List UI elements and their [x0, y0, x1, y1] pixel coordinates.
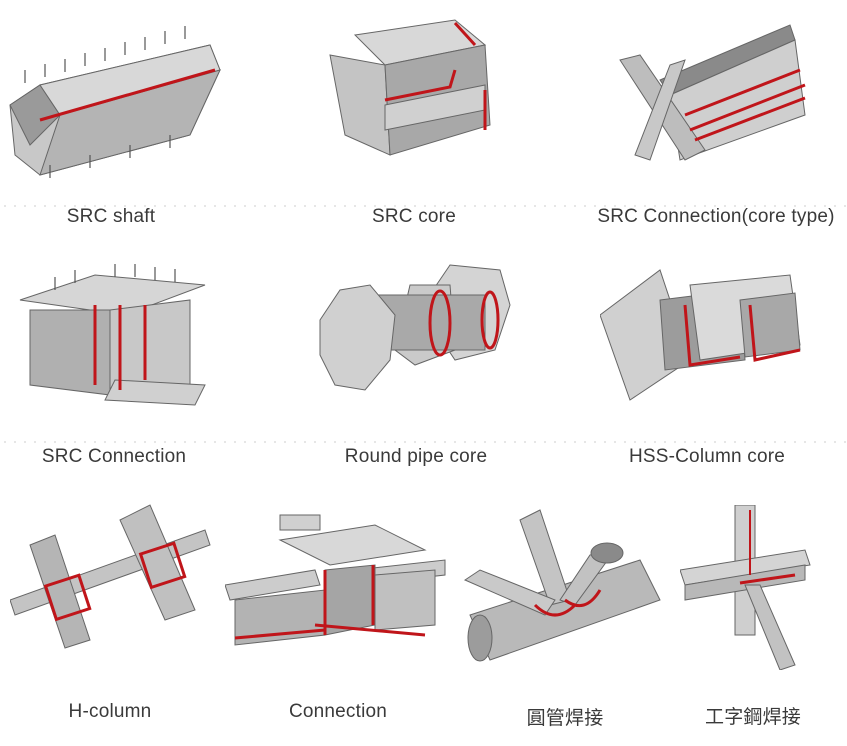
src-connection-model — [15, 255, 215, 415]
round-pipe-core-model — [315, 260, 520, 405]
row-divider — [0, 205, 847, 207]
caption-round-pipe-weld: 圓管焊接 — [526, 708, 604, 729]
src-shaft-model — [0, 15, 235, 185]
caption-src-connection-core-type: SRC Connection(core type) — [597, 206, 835, 227]
hss-column-core-model — [600, 265, 830, 405]
src-core-model — [325, 15, 505, 175]
caption-round-pipe-core: Round pipe core — [344, 446, 488, 467]
caption-connection: Connection — [288, 701, 388, 722]
connection-model — [225, 510, 450, 650]
caption-src-shaft: SRC shaft — [66, 206, 156, 227]
round-pipe-weld-model — [460, 505, 665, 670]
caption-h-column: H-column — [68, 701, 152, 722]
i-beam-weld-model — [680, 505, 815, 670]
caption-src-core: SRC core — [372, 206, 456, 227]
h-column-model — [10, 500, 215, 650]
caption-hss-column-core: HSS-Column core — [628, 446, 786, 467]
row-divider — [0, 441, 847, 443]
src-connection-core-type-model — [610, 20, 810, 175]
caption-src-connection: SRC Connection — [41, 446, 187, 467]
caption-i-beam-weld: 工字鋼焊接 — [704, 707, 802, 728]
